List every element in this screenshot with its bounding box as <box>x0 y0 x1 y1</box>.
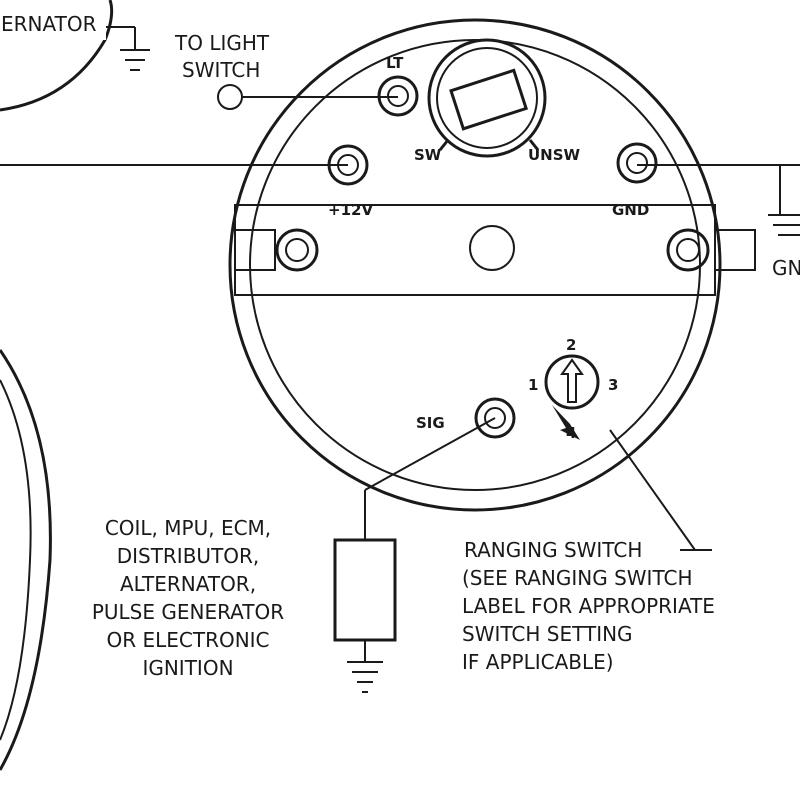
source-line: DISTRIBUTOR, <box>117 544 260 568</box>
sensor-resistor-icon <box>333 538 397 642</box>
terminal-sig[interactable] <box>474 397 516 439</box>
ranging-line: (SEE RANGING SWITCH <box>462 566 693 590</box>
center-stud-icon <box>469 225 515 271</box>
sig-label: SIG <box>416 414 445 432</box>
terminal-gnd[interactable] <box>616 142 658 184</box>
wires <box>0 84 800 693</box>
bracket-nut-left-icon <box>275 228 319 272</box>
gauge-body <box>228 18 722 512</box>
gn-label: GN <box>772 256 800 280</box>
source-line: PULSE GENERATOR <box>92 600 284 624</box>
ranging-line: SWITCH SETTING <box>462 622 633 646</box>
source-line: OR ELECTRONIC <box>106 628 269 652</box>
to-light-label: TO LIGHT <box>174 31 270 55</box>
alternator-label: ERNATOR <box>1 12 97 36</box>
mounting-bracket <box>234 204 756 296</box>
source-line: ALTERNATOR, <box>120 572 256 596</box>
ranging-description: RANGING SWITCH (SEE RANGING SWITCH LABEL… <box>462 535 715 674</box>
source-description: COIL, MPU, ECM, DISTRIBUTOR, ALTERNATOR,… <box>92 516 284 680</box>
range-2-label: 2 <box>566 336 576 354</box>
switch-label: SWITCH <box>182 58 260 82</box>
source-line: COIL, MPU, ECM, <box>105 516 271 540</box>
ranging-line: RANGING SWITCH <box>464 538 642 562</box>
dial-pointer-icon <box>552 405 580 440</box>
lamp-socket <box>427 38 547 158</box>
unsw-label: UNSW <box>528 146 581 164</box>
alternator: ERNATOR <box>0 0 150 112</box>
source-line: IGNITION <box>142 656 233 680</box>
gnd-label: GND <box>612 201 649 219</box>
ranging-switch-dial[interactable] <box>544 354 600 440</box>
ranging-line: LABEL FOR APPROPRIATE <box>462 594 715 618</box>
range-3-label: 3 <box>608 376 618 394</box>
light-switch-connector-icon <box>217 84 243 110</box>
ranging-line: IF APPLICABLE) <box>462 650 614 674</box>
alternator-ground-icon <box>106 26 150 71</box>
dial-arrow-icon <box>560 358 584 403</box>
lt-label: LT <box>386 54 404 72</box>
plus12v-label: +12V <box>328 201 373 219</box>
source-arc <box>0 349 52 771</box>
bracket-nut-right-icon <box>666 228 710 272</box>
sw-label: SW <box>414 146 442 164</box>
range-1-label: 1 <box>528 376 538 394</box>
range-4-label: 4 <box>566 424 576 442</box>
